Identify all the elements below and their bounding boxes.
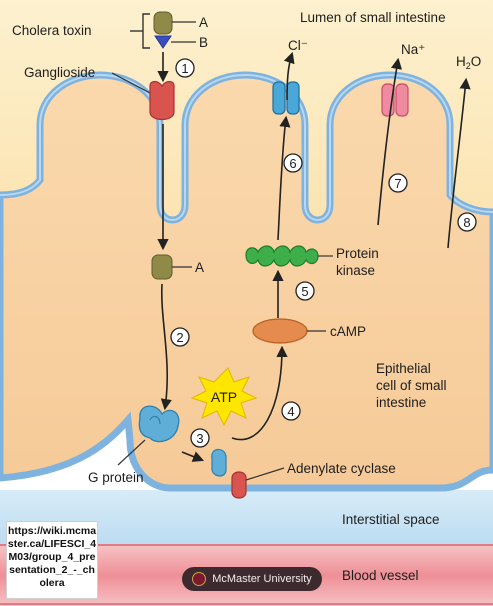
step-8-circle xyxy=(457,212,477,232)
step-3-number: 3 xyxy=(196,431,203,446)
epithelial-cell xyxy=(0,71,493,492)
step-7-number: 7 xyxy=(394,176,401,191)
step-3-circle xyxy=(190,428,210,448)
adenylate-cyclase xyxy=(231,471,247,499)
protein-kinase-label-line1: Protein xyxy=(336,246,379,261)
water-subscript: 2 xyxy=(466,61,471,71)
arrow-a-to-gprotein xyxy=(160,283,172,411)
cftr-chloride-channel xyxy=(272,81,300,115)
activated-g-alpha xyxy=(211,448,227,477)
g-protein-label: G protein xyxy=(88,470,144,485)
step-2-number: 2 xyxy=(176,330,183,345)
mcmaster-shield-icon xyxy=(192,572,207,586)
arrow-sodium-out xyxy=(377,57,403,226)
blood-vessel-label: Blood vessel xyxy=(342,568,419,583)
a-inside-label: A xyxy=(195,260,204,275)
mcmaster-badge: McMaster University xyxy=(182,567,322,591)
apical-membrane-highlight xyxy=(0,73,493,221)
step-4-circle xyxy=(281,401,301,421)
arrow-water-out xyxy=(447,77,471,249)
water-h: H xyxy=(456,54,466,69)
a-subunit-inside xyxy=(151,254,173,280)
step-7-circle xyxy=(388,173,408,193)
ganglioside-leader xyxy=(111,72,151,94)
toxin-subunit-b xyxy=(154,35,172,49)
cyclase-leader xyxy=(245,467,285,481)
epithelial-label-line3: intestine xyxy=(376,395,426,410)
step-1-number: 1 xyxy=(181,61,188,76)
step-4-number: 4 xyxy=(287,404,294,419)
protein-kinase-label-line2: kinase xyxy=(336,263,375,278)
step-6-circle xyxy=(283,153,303,173)
arrow-gprotein-to-cyclase xyxy=(181,451,205,462)
lumen-label: Lumen of small intestine xyxy=(300,10,446,25)
step-5-circle xyxy=(295,281,315,301)
water-o: O xyxy=(471,54,482,69)
ganglioside-receptor xyxy=(149,80,175,121)
step-8-number: 8 xyxy=(463,215,470,230)
atp-starburst xyxy=(190,367,258,427)
atp-label: ATP xyxy=(211,389,237,405)
arrow-atp-to-camp xyxy=(231,345,288,441)
adenylate-cyclase-label: Adenylate cyclase xyxy=(287,461,396,476)
water-label: H2O xyxy=(456,54,481,71)
mcmaster-badge-label: McMaster University xyxy=(212,573,312,585)
ganglioside-label: Ganglioside xyxy=(24,65,95,80)
step-6-number: 6 xyxy=(289,156,296,171)
sodium-label: Na⁺ xyxy=(401,42,425,57)
epithelial-label-line2: cell of small xyxy=(376,378,447,393)
epithelial-label-line1: Epithelial xyxy=(376,361,431,376)
subunit-b-label: B xyxy=(199,35,208,50)
chloride-label: Cl⁻ xyxy=(288,38,308,53)
toxin-subunit-a xyxy=(153,11,173,35)
camp-molecule xyxy=(252,318,308,344)
source-url-box: https://wiki.mcmaster.ca/LIFESCI_4M03/gr… xyxy=(6,521,98,599)
subunit-a-label: A xyxy=(199,15,208,30)
step-5-number: 5 xyxy=(301,284,308,299)
step-2-circle xyxy=(170,327,190,347)
arrow-kinase-to-cftr xyxy=(277,115,291,241)
interstitial-label: Interstitial space xyxy=(342,512,440,527)
camp-label: cAMP xyxy=(330,324,366,339)
arrow-chloride-out xyxy=(283,51,295,101)
gprotein-leader xyxy=(117,439,146,466)
g-protein xyxy=(138,405,180,443)
cholera-toxin-label: Cholera toxin xyxy=(12,23,92,38)
step-1-circle xyxy=(175,58,195,78)
